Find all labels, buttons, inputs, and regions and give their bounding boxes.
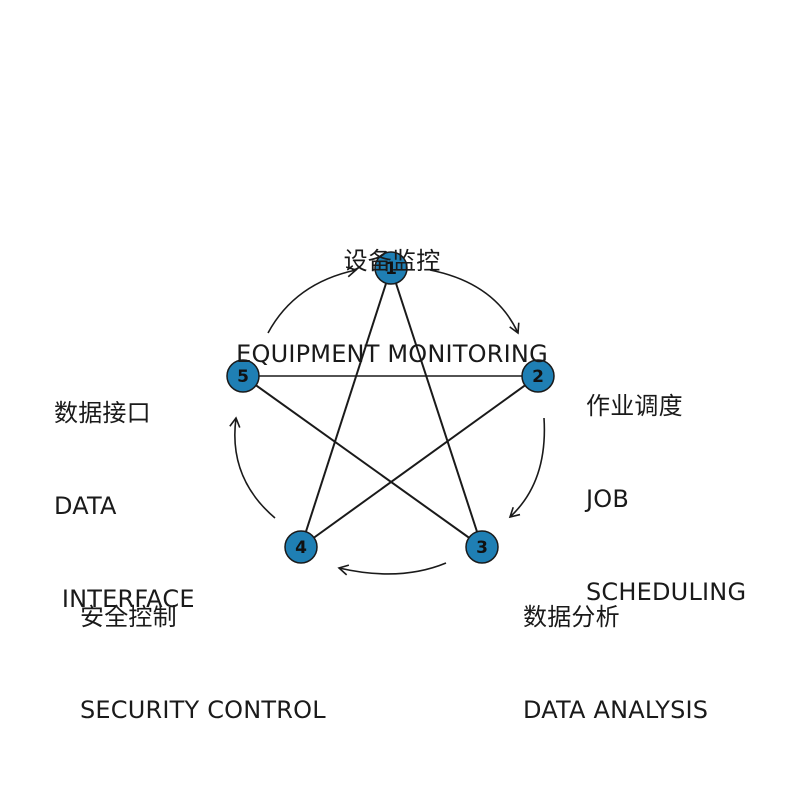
node-2-number: 2 — [532, 367, 544, 387]
label-2-en-2: SCHEDULING — [586, 578, 747, 606]
star-edges — [242, 267, 539, 548]
node-1: 1 — [374, 251, 408, 285]
label-3-en: DATA ANALYSIS — [523, 696, 709, 724]
label-1-en: EQUIPMENT MONITORING — [236, 340, 548, 368]
label-5-cn: 数据接口 — [54, 399, 151, 427]
node-4: 4 — [284, 530, 318, 564]
label-4-en: SECURITY CONTROL — [80, 696, 326, 724]
label-data-interface: 数据接口 DATA INTERFACE — [54, 336, 195, 646]
node-5: 5 — [226, 359, 260, 393]
label-2-en-1: JOB — [586, 485, 630, 513]
arrow-4-to-5 — [229, 416, 276, 519]
arrow-2-to-3 — [508, 417, 546, 519]
label-job-scheduling: 作业调度 JOB SCHEDULING — [586, 329, 746, 639]
arrow-1-to-2 — [429, 269, 520, 335]
edge-1-3 — [390, 267, 483, 548]
edge-1-4 — [300, 267, 392, 548]
label-security-control: 安全控制 SECURITY CONTROL — [80, 540, 326, 757]
label-4-cn: 安全控制 — [80, 603, 177, 631]
cycle-arrows — [229, 266, 546, 576]
arrow-3-to-4 — [337, 562, 447, 576]
edge-5-3 — [242, 375, 483, 548]
node-3-number: 3 — [476, 538, 488, 558]
node-2: 2 — [521, 359, 555, 393]
label-5-en-1: DATA — [54, 492, 117, 520]
label-1-cn: 设备监控 — [343, 247, 441, 275]
node-5-number: 5 — [237, 367, 249, 387]
node-4-number: 4 — [295, 538, 307, 558]
arrow-5-to-1 — [267, 266, 358, 334]
label-3-cn: 数据分析 — [523, 603, 620, 631]
edge-2-4 — [300, 375, 539, 548]
label-data-analysis: 数据分析 DATA ANALYSIS — [523, 540, 708, 757]
label-5-en-2: INTERFACE — [54, 585, 195, 613]
label-2-cn: 作业调度 — [586, 392, 683, 420]
node-1-number: 1 — [385, 259, 397, 279]
node-3: 3 — [465, 530, 499, 564]
label-equipment-monitoring: 设备监控 EQUIPMENT MONITORING — [227, 184, 557, 401]
